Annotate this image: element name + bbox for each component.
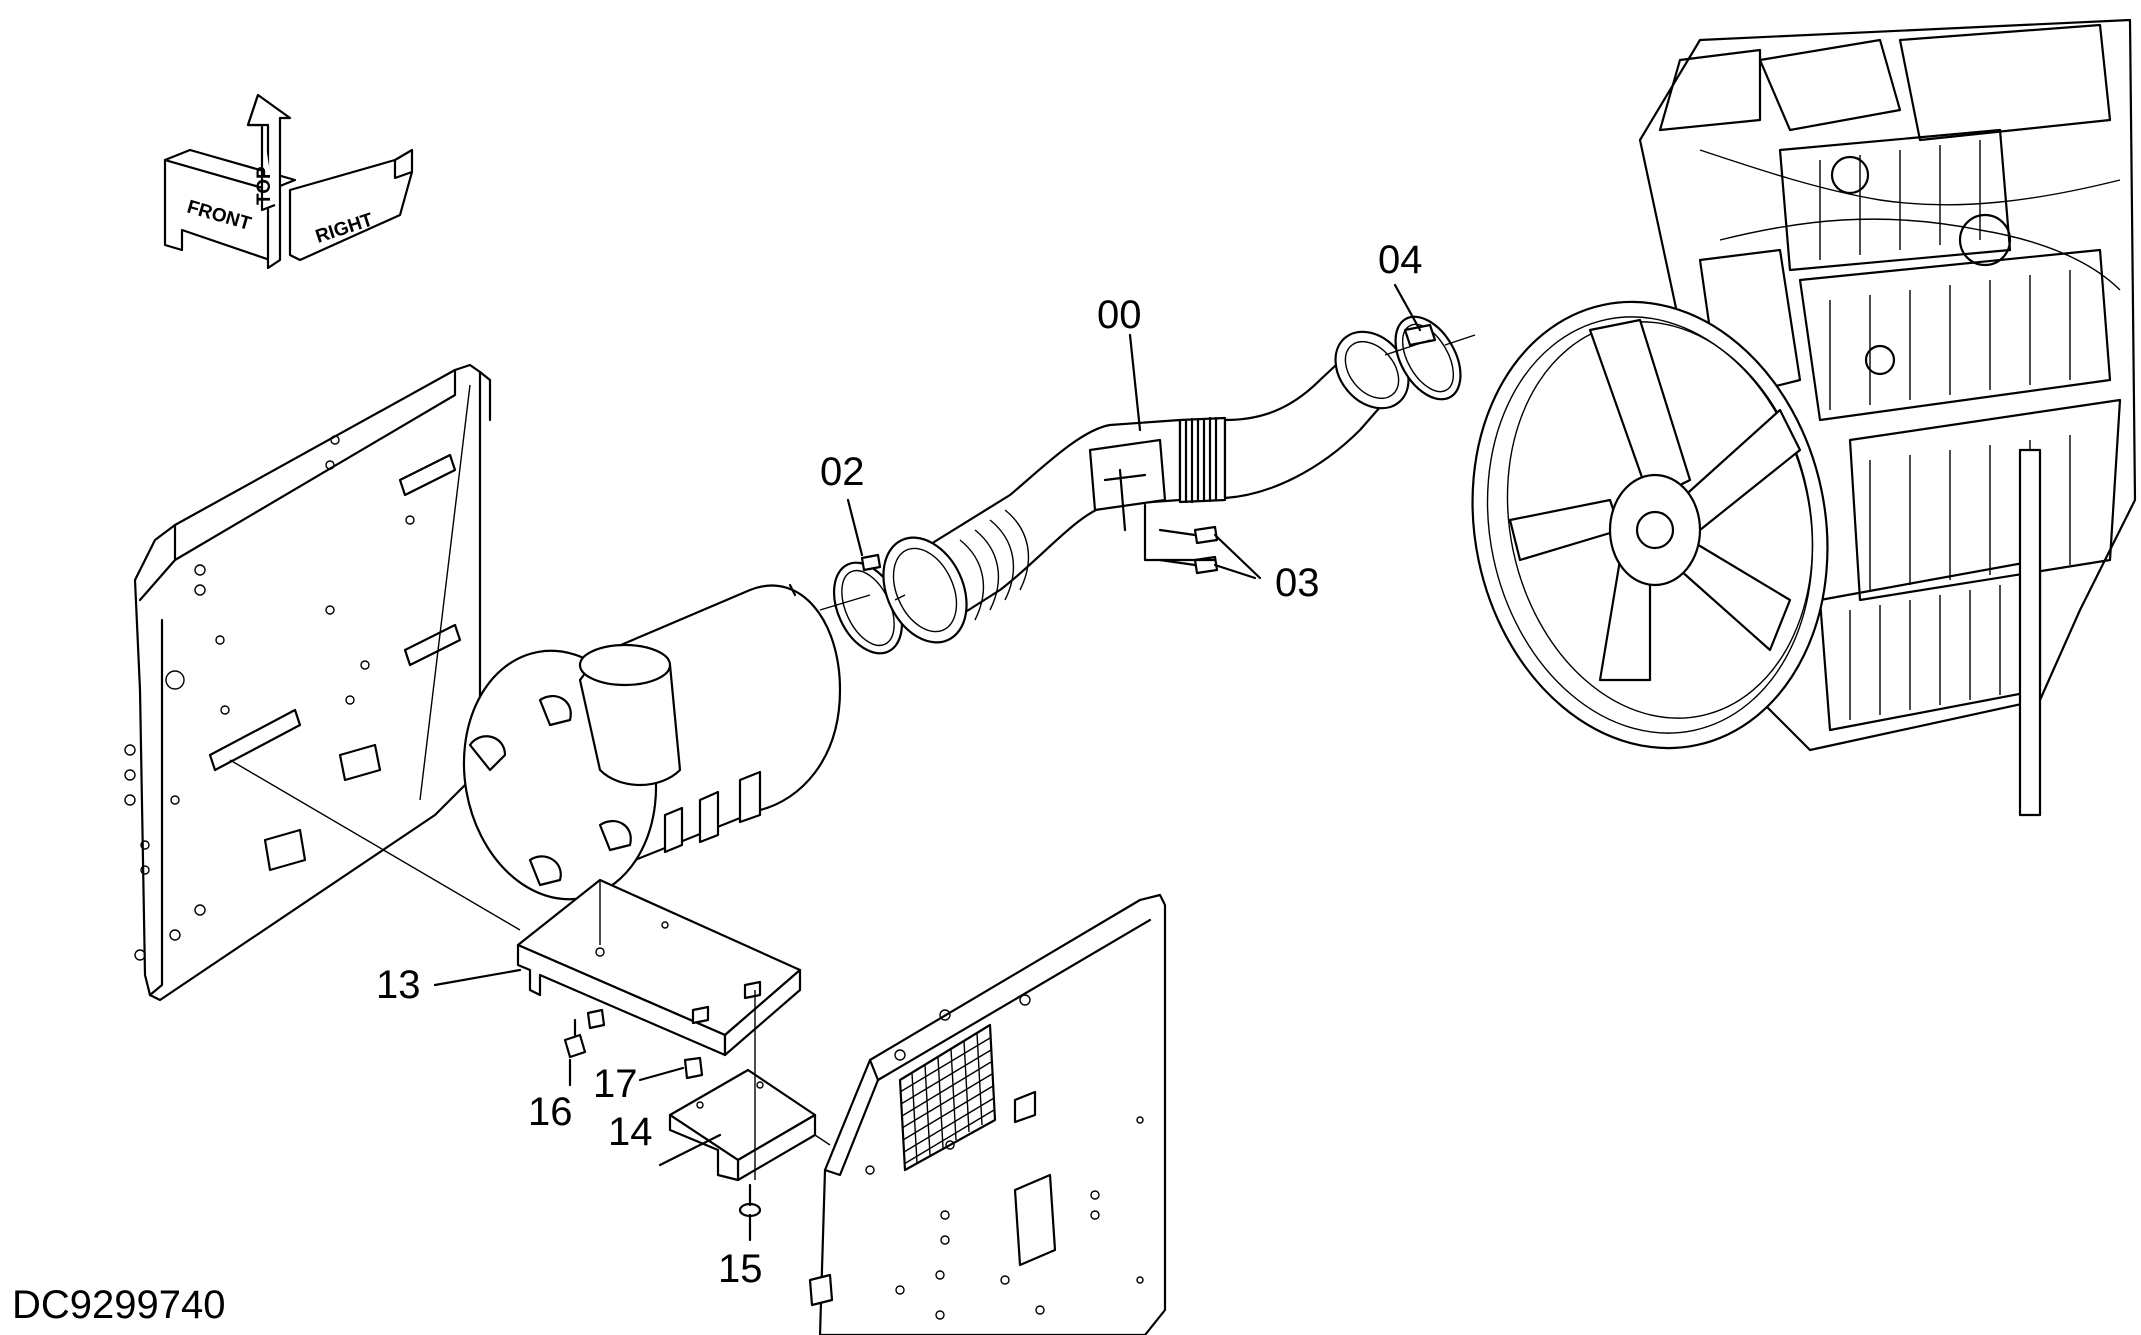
hose-bellows — [1178, 416, 1227, 504]
callout-16: 16 — [528, 1090, 573, 1134]
hose-clamp-04 — [1394, 315, 1462, 401]
right-side-panel — [808, 893, 1167, 1335]
engine-assembly — [1471, 18, 2137, 817]
callout-15: 15 — [718, 1247, 763, 1291]
callout-14: 14 — [608, 1110, 653, 1154]
callout-13: 13 — [376, 963, 421, 1007]
bolt-extra — [586, 1008, 606, 1030]
bolt-03 — [1158, 525, 1219, 575]
intake-hose-00 — [882, 330, 1410, 644]
callout-17: 17 — [593, 1062, 638, 1106]
bolt-17 — [683, 1056, 704, 1080]
callout-00: 00 — [1097, 293, 1142, 337]
leader-lines — [433, 283, 1422, 1242]
callout-04: 04 — [1378, 238, 1423, 282]
bolt-16 — [563, 1018, 587, 1059]
bracket-14 — [668, 1068, 817, 1182]
vent-grille — [898, 1023, 997, 1172]
mounting-plate-13 — [516, 878, 802, 1057]
orientation-label-top: TOP — [254, 166, 275, 205]
air-cleaner — [462, 583, 842, 901]
cooling-fan — [1508, 318, 1802, 682]
orientation-arrows-icon: FRONT TOP RIGHT — [163, 93, 414, 270]
callout-02: 02 — [820, 450, 865, 494]
left-side-panel — [124, 363, 492, 1002]
drawing-number: DC9299740 — [12, 1283, 226, 1327]
alignment-lines — [229, 334, 1476, 1180]
callout-03: 03 — [1275, 561, 1320, 605]
bolt-15 — [738, 1183, 762, 1218]
